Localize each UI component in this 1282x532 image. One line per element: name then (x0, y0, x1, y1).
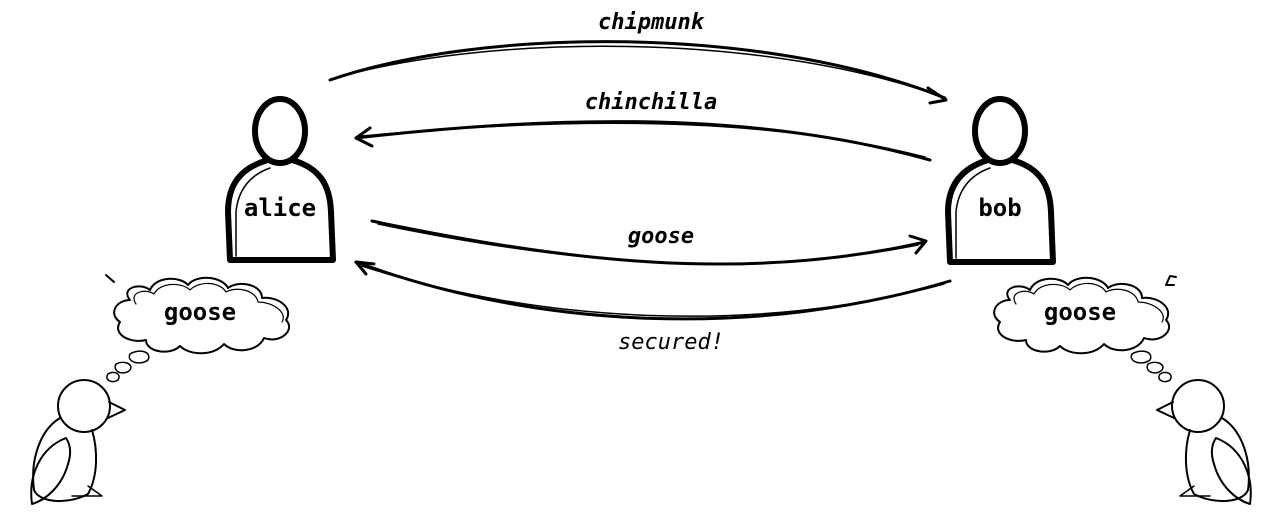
bob-thought-label: goose (1044, 298, 1116, 326)
alice-thought-cloud-icon (105, 274, 291, 383)
alice-thought-label: goose (164, 298, 236, 326)
alice-person-icon (225, 96, 336, 263)
chipmunk-arrow (328, 40, 948, 105)
goose-label: goose (628, 224, 694, 249)
bob-label: bob (978, 194, 1021, 222)
chinchilla-label: chinchilla (585, 90, 717, 115)
left-bird-icon (30, 379, 126, 505)
goose-arrow (370, 219, 928, 266)
bob-person-icon (945, 96, 1056, 265)
chinchilla-arrow (354, 120, 932, 162)
alice-label: alice (244, 194, 316, 222)
bob-thought-cloud-icon (993, 275, 1177, 383)
secured-label: secured! (618, 330, 724, 355)
right-bird-icon (1156, 379, 1252, 505)
chipmunk-label: chipmunk (598, 10, 705, 35)
secured-arrow (354, 260, 952, 321)
